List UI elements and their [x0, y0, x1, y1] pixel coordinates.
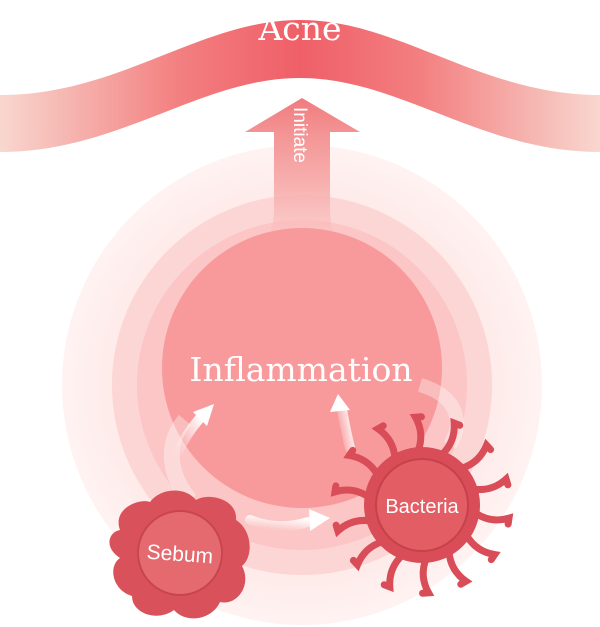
inflammation-label: Inflammation	[189, 350, 412, 389]
initiate-arrow	[232, 98, 372, 265]
acne-band	[0, 20, 600, 152]
initiate-label: Initiate	[289, 107, 310, 163]
arrow-bacteria-to-inflammation	[330, 394, 355, 453]
sebum-label: Sebum	[146, 541, 214, 569]
bacteria-core	[375, 458, 469, 552]
inflammation-circle	[162, 228, 442, 508]
sebum-core	[137, 510, 223, 596]
bacteria-node: Bacteria	[330, 413, 514, 597]
arrow-sebum-to-bacteria	[245, 509, 330, 532]
arrow-sebum-to-inflammation	[173, 404, 214, 457]
acne-title: Acne	[257, 9, 341, 48]
bacteria-label: Bacteria	[385, 496, 459, 518]
loop-arc-left	[163, 414, 197, 506]
sebum-node: Sebum	[109, 490, 250, 619]
